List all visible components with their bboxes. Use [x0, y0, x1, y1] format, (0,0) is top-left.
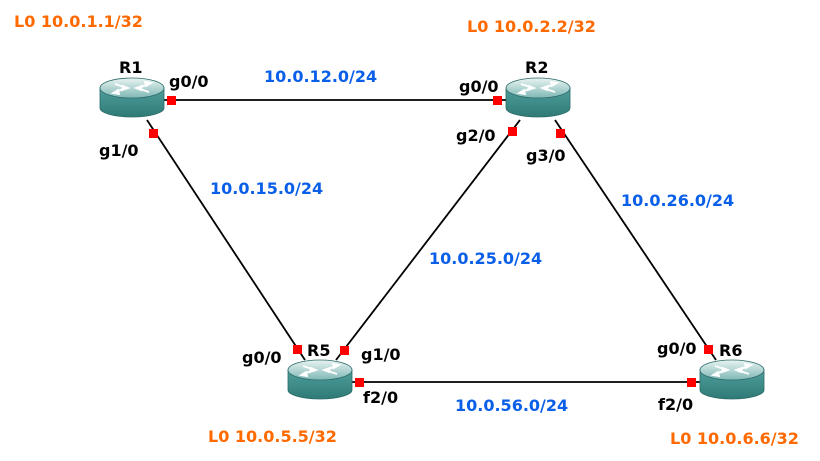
interface-label-r6-g0-0: g0/0: [657, 339, 697, 358]
interface-dot-r5-g0-0[interactable]: [293, 345, 302, 354]
link-r2-r6: [554, 119, 717, 361]
interface-dot-r2-g3-0[interactable]: [556, 129, 565, 138]
interface-label-r2-g2-0: g2/0: [456, 126, 496, 145]
router-name-r1: R1: [119, 58, 143, 77]
loopback-label-r1: L0 10.0.1.1/32: [14, 12, 143, 31]
router-name-r2: R2: [525, 58, 549, 77]
interface-dot-r5-f2-0[interactable]: [355, 378, 364, 387]
router-r5-icon[interactable]: [287, 359, 353, 400]
interface-label-r6-f2-0: f2/0: [658, 395, 694, 414]
router-name-r5: R5: [307, 341, 331, 360]
interface-dot-r6-g0-0[interactable]: [704, 345, 713, 354]
network-label-r2-r5: 10.0.25.0/24: [429, 249, 543, 268]
interface-label-r2-g3-0: g3/0: [526, 146, 566, 165]
interface-label-r5-g1-0: g1/0: [361, 345, 401, 364]
link-r2-r5: [335, 119, 521, 361]
interface-label-r1-g1-0: g1/0: [99, 141, 139, 160]
loopback-label-r6: L0 10.0.6.6/32: [670, 429, 799, 448]
network-label-r2-r6: 10.0.26.0/24: [621, 191, 735, 210]
interface-dots: [149, 96, 713, 387]
loopback-label-r5: L0 10.0.5.5/32: [208, 427, 337, 446]
interface-label-r2-g0-0: g0/0: [459, 77, 499, 96]
router-r2-icon[interactable]: [505, 77, 571, 118]
interface-label-r5-g0-0: g0/0: [242, 348, 282, 367]
interface-dot-r2-g2-0[interactable]: [508, 127, 517, 136]
interface-dot-r2-g0-0[interactable]: [493, 96, 502, 105]
network-label-r5-r6: 10.0.56.0/24: [455, 396, 569, 415]
interface-dot-r5-g1-0[interactable]: [340, 346, 349, 355]
router-r6-icon[interactable]: [699, 359, 765, 400]
loopback-label-r2: L0 10.0.2.2/32: [467, 17, 596, 36]
router-name-r6: R6: [719, 341, 743, 360]
link-r1-r5: [146, 119, 306, 361]
network-label-r1-r5: 10.0.15.0/24: [210, 179, 324, 198]
interface-dot-r6-f2-0[interactable]: [687, 378, 696, 387]
interface-label-r5-f2-0: f2/0: [363, 388, 399, 407]
router-r1-icon[interactable]: [99, 77, 165, 118]
network-label-r1-r2: 10.0.12.0/24: [264, 67, 378, 86]
interface-label-r1-g0-0: g0/0: [169, 72, 209, 91]
interface-dot-r1-g0-0[interactable]: [167, 96, 176, 105]
interface-dot-r1-g1-0[interactable]: [149, 129, 158, 138]
